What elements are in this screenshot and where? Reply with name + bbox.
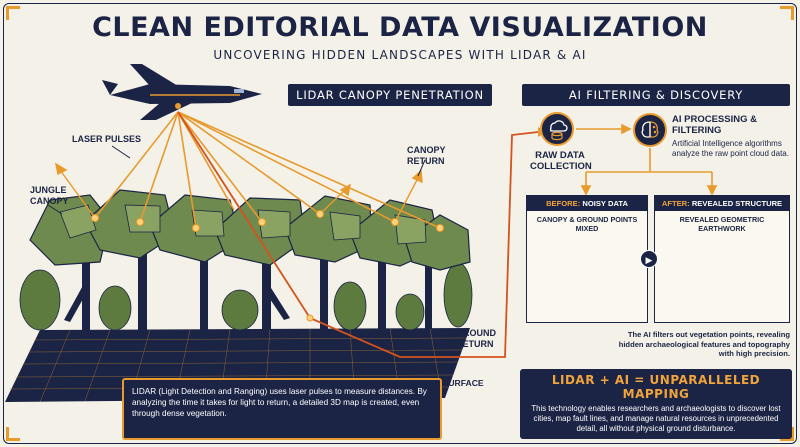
page-subtitle: UNCOVERING HIDDEN LANDSCAPES WITH LIDAR … — [213, 48, 587, 62]
mapping-body: This technology enables researchers and … — [531, 404, 781, 433]
corner-accent — [780, 427, 794, 441]
play-arrow-icon: ▶ — [640, 250, 658, 268]
ground-return-beam — [177, 111, 539, 358]
laser-beams — [94, 111, 441, 229]
before-heading: NOISY DATA — [582, 199, 628, 208]
label-pointers — [47, 145, 426, 215]
ai-brain-icon — [633, 113, 667, 147]
lidar-banner: LIDAR CANOPY PENETRATION — [288, 84, 492, 106]
ai-processing-desc: Artificial Intelligence algorithms analy… — [672, 139, 789, 158]
ai-processing-title: AI PROCESSING & FILTERING — [672, 114, 757, 136]
raw-data-title: RAW DATA COLLECTION — [530, 150, 592, 172]
after-heading: REVEALED STRUCTURE — [691, 199, 783, 208]
mapping-box: LIDAR + AI = UNPARALLELED MAPPING This t… — [520, 369, 792, 439]
corner-accent — [780, 6, 794, 20]
ground-return-label: GROUND RETURN — [456, 328, 496, 349]
tree-trunks — [64, 245, 432, 332]
laser-pulses-label: LASER PULSES — [72, 134, 142, 144]
ai-caption: The AI filters out vegetation points, re… — [618, 330, 790, 358]
after-subtitle: REVEALED GEOMETRIC EARTHWORK — [679, 215, 765, 233]
ai-banner: AI FILTERING & DISCOVERY — [522, 84, 790, 106]
before-panel: BEFORE: NOISY DATA CANOPY & GROUND POINT… — [526, 195, 648, 323]
corner-accent — [6, 6, 20, 20]
after-panel-header: AFTER: REVEALED STRUCTURE — [655, 196, 789, 211]
jungle-canopy-label: JUNGLE CANOPY — [30, 185, 69, 206]
airplane-icon — [102, 64, 262, 120]
before-subtitle: CANOPY & GROUND POINTS MIXED — [536, 215, 638, 233]
laser-hit-points — [91, 210, 444, 322]
canopy-return-arrows — [55, 162, 423, 223]
after-prefix: AFTER: — [661, 199, 690, 208]
ground-surface-label: GROUND SURFACE — [402, 378, 484, 388]
before-prefix: BEFORE: — [546, 199, 581, 208]
canopy-return-label: CANOPY RETURN — [407, 145, 446, 166]
before-panel-header: BEFORE: NOISY DATA — [527, 196, 647, 211]
lidar-info-box: LIDAR (Light Detection and Ranging) uses… — [122, 378, 442, 440]
outer-frame — [3, 3, 797, 444]
after-panel: AFTER: REVEALED STRUCTURE REVEALED GEOME… — [654, 195, 790, 323]
flow-connectors — [576, 123, 718, 196]
page-title: CLEAN EDITORIAL DATA VISUALIZATION — [92, 12, 708, 43]
cloud-database-icon — [540, 112, 574, 146]
corner-accent — [6, 427, 20, 441]
mapping-title: LIDAR + AI = UNPARALLELED MAPPING — [551, 373, 761, 401]
canopy-highlights — [59, 204, 427, 245]
understory-plants — [19, 262, 473, 331]
